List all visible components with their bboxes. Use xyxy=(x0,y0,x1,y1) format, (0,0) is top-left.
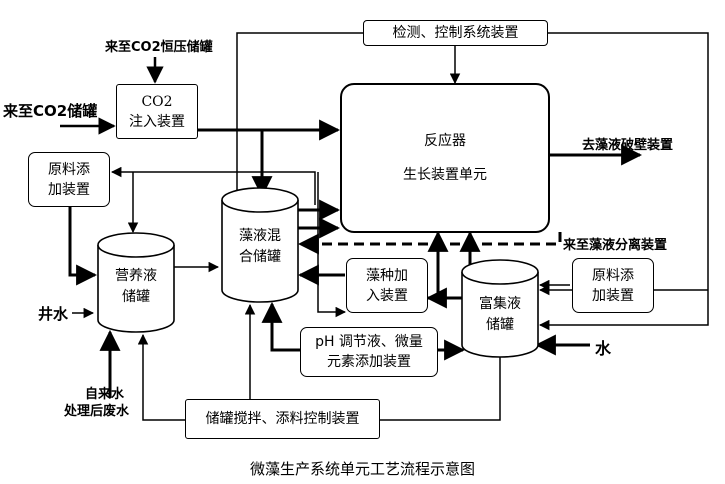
raw-material-right-box: 原料添 加装置 xyxy=(572,258,654,313)
mixing-tank-label: 藻液混 合储罐 xyxy=(222,222,298,272)
well-water-label: 井水 xyxy=(38,305,69,323)
raw-material-left-line1: 原料添 xyxy=(48,161,90,178)
monitor-control-box: 检测、控制系统装置 xyxy=(363,20,548,46)
reactor-line2: 生长装置单元 xyxy=(403,167,487,183)
diagram-caption: 微藻生产系统单元工艺流程示意图 xyxy=(249,460,475,478)
ph-additive-box: pH 调节液、微量 元素添加装置 xyxy=(300,327,438,377)
separation-return-line xyxy=(297,232,562,255)
raw-left-to-nutrient-line xyxy=(68,207,98,286)
water-label: 水 xyxy=(595,339,612,358)
algae-seed-line1: 藻种加 xyxy=(366,267,408,284)
feedback-to-seed-line xyxy=(317,172,347,318)
collect-tank-line2: 储罐 xyxy=(486,317,514,333)
collect-tank-label: 富集液 储罐 xyxy=(462,290,538,340)
mixing-tank-shape xyxy=(221,187,299,303)
from-separation-label: 来至藻液分离装置 xyxy=(563,238,668,253)
raw-material-right-line2: 加装置 xyxy=(592,287,634,304)
mixing-tank-line2: 合储罐 xyxy=(239,249,281,265)
nutrient-tank-label: 营养液 储罐 xyxy=(98,262,174,312)
algae-seed-line2: 入装置 xyxy=(366,287,408,304)
algae-seed-box: 藻种加 入装置 xyxy=(346,258,428,313)
collect-tank-line1: 富集液 xyxy=(479,296,521,312)
nutrient-tank-line1: 营养液 xyxy=(115,268,157,284)
stir-control-label: 储罐搅拌、添料控制装置 xyxy=(205,411,360,427)
to-breaking-label: 去藻液破壁装置 xyxy=(582,138,674,153)
nutrient-tank-shape xyxy=(97,232,175,333)
feedback-to-raw-left-line xyxy=(110,166,316,205)
mixing-tank-line1: 藻液混 xyxy=(239,228,281,244)
stir-control-box: 储罐搅拌、添料控制装置 xyxy=(185,399,380,439)
stir-to-collect-line xyxy=(380,346,506,421)
raw-material-left-box: 原料添 加装置 xyxy=(28,152,110,207)
stir-to-nutrient-line xyxy=(137,333,185,421)
co2-const-tank-label: 来至CO2恒压储罐 xyxy=(105,40,213,55)
raw-material-left-line2: 加装置 xyxy=(48,181,90,198)
co2-injection-line2: 注入装置 xyxy=(129,113,185,130)
tap-water-label: 自来水 xyxy=(85,387,125,402)
raw-material-right-line1: 原料添 xyxy=(592,267,634,284)
ph-additive-line2: 元素添加装置 xyxy=(327,354,411,370)
collect-tank-shape xyxy=(461,259,539,358)
ph-additive-line1: pH 调节液、微量 xyxy=(315,334,423,350)
monitor-to-right-line xyxy=(538,32,709,331)
co2-injection-line1: CO2 xyxy=(141,93,173,110)
ph-to-mixing-line xyxy=(261,301,300,352)
monitor-to-mixing-line xyxy=(231,32,363,207)
monitor-control-label: 检测、控制系统装置 xyxy=(392,25,519,41)
co2-tank-label: 来至CO2储罐 xyxy=(3,102,98,120)
reactor-line1: 反应器 xyxy=(424,133,466,149)
nutrient-tank-line2: 储罐 xyxy=(122,289,150,305)
reactor-box: 反应器 生长装置单元 xyxy=(340,83,550,233)
co2-injection-box: CO2 注入装置 xyxy=(116,84,198,139)
treated-waste-label: 处理后废水 xyxy=(64,404,130,419)
